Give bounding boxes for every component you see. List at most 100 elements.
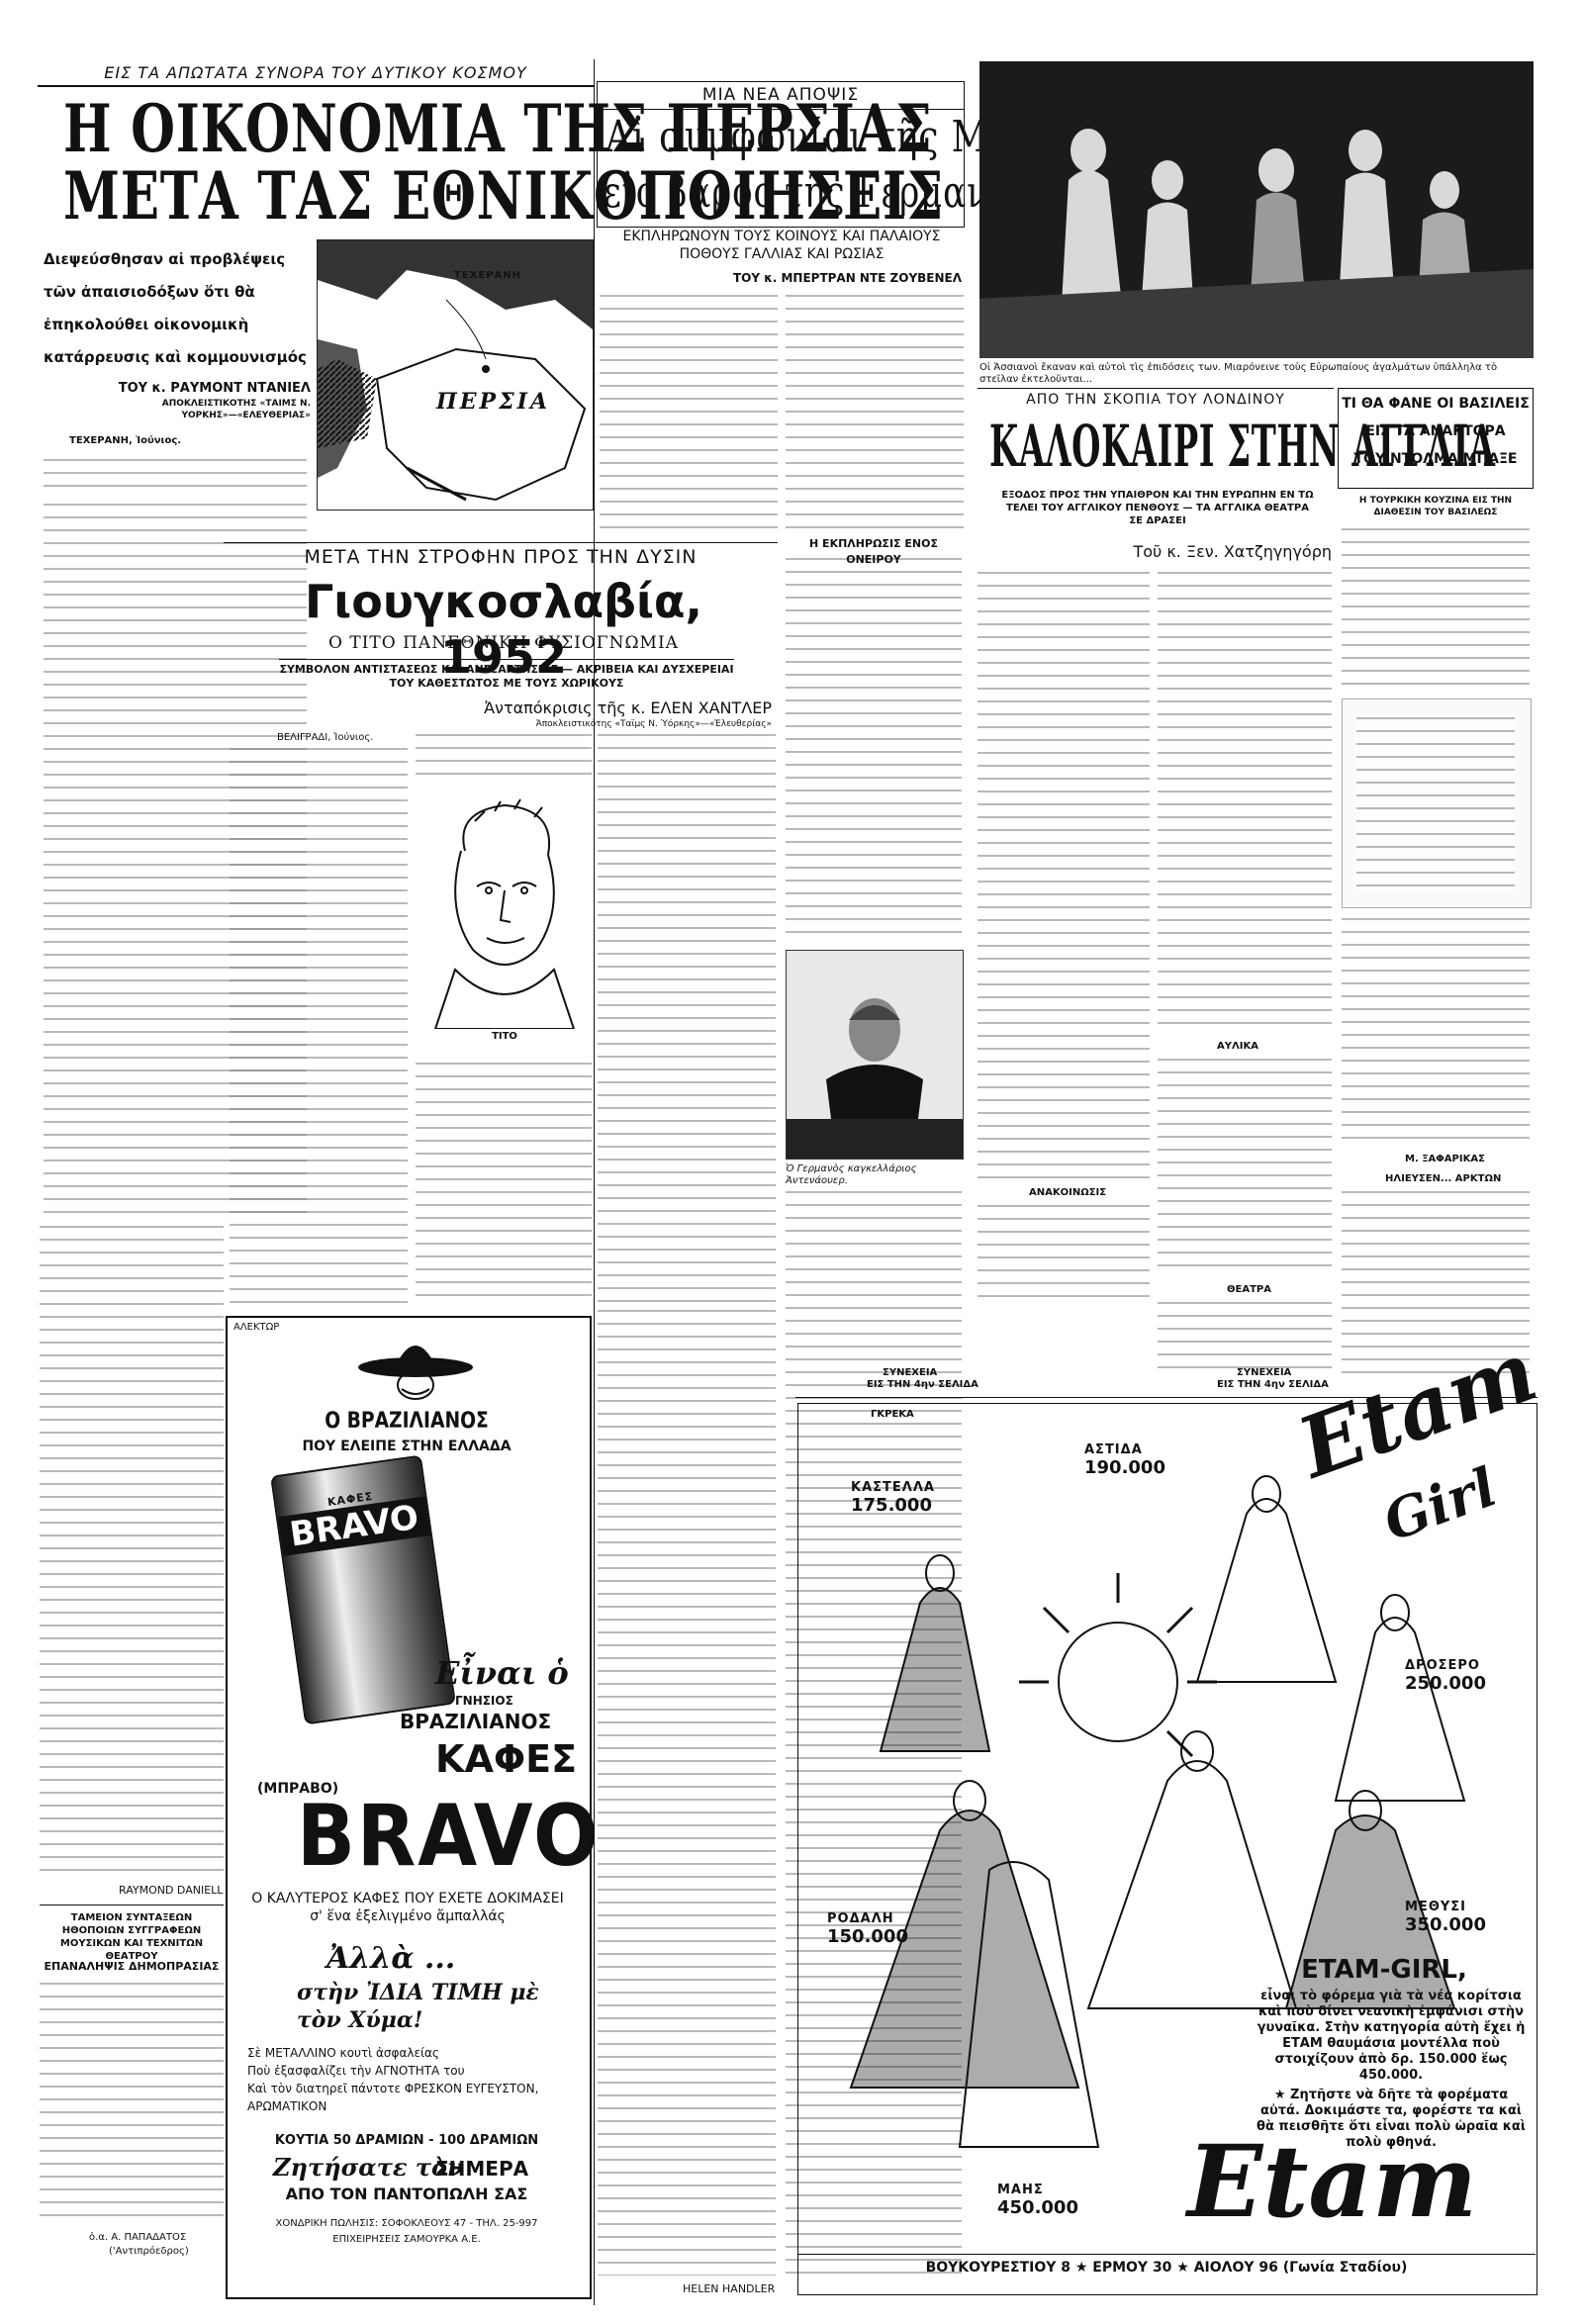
bonn-byline: ΤΟΥ κ. ΜΠΕΡΤΡΑΝ ΝΤΕ ΖΟΥΒΕΝΕΛ — [732, 271, 962, 285]
yugo-byline-note: Ἀποκλειστικότης «Ταϊμς Ν. Ὑόρκης»—«Ἐλευθ… — [535, 719, 772, 729]
kings-body-col — [1342, 524, 1530, 693]
bravo-bullets: Σὲ ΜΕΤΑΛΛΙΝΟ κουτὶ ἀσφαλείας Ποὺ ἐξασφαλ… — [247, 2044, 574, 2115]
kings-title-line2: ΕΙΣ ΤΑ ΑΝΑΚΤΟΡΑ — [1365, 423, 1506, 439]
yugo-sub-rule — [279, 659, 734, 660]
adenauer-photo — [786, 950, 964, 1160]
persia-title-line1: Η ΟΙΚΟΝΟΜΙΑ ΤΗΣ ΠΕΡΣΙΑΣ — [63, 90, 933, 167]
kings-title-frame — [1338, 388, 1534, 489]
persia-title-line2: ΜΕΤΑ ΤΑΣ ΕΘΝΙΚΟΠΟΙΗΣΕΙΣ — [63, 157, 945, 234]
news-photo — [979, 61, 1534, 358]
bonn-deck: ΕΚΠΛΗΡΩΝΟΥΝ ΤΟΥΣ ΚΟΙΝΟΥΣ ΚΑΙ ΠΑΛΑΙΟΥΣ ΠΟ… — [622, 229, 941, 262]
etam-item-price: 450.000 — [997, 2197, 1078, 2218]
bravo-genuine: ΓΝΗΣΙΟΣ — [455, 1694, 513, 1708]
etam-item-2: ΔΡΟΣΕΡΟ 250.000 — [1405, 1658, 1486, 1694]
kings-title-line1: ΤΙ ΘΑ ΦΑΝΕ ΟΙ ΒΑΣΙΛΕΙΣ — [1342, 396, 1530, 412]
london-body-col — [1158, 1298, 1332, 1371]
london-sub-anakoinoseis: ΑΝΑΚΟΙΝΩΣΙΣ — [1029, 1187, 1107, 1198]
tito-caption: ΤΙΤΟ — [492, 1031, 517, 1042]
bonn-kicker: ΜΙΑ ΝΕΑ ΑΠΟΨΙΣ — [701, 85, 860, 105]
london-sub-aulika: ΑΥΛΙΚΑ — [1217, 1041, 1258, 1052]
bravo-footer-line2: ΕΠΙΧΕΙΡΗΣΕΙΣ ΣΑΜΟΥΡΚΑ Α.Ε. — [332, 2234, 481, 2245]
fund-body — [40, 1979, 224, 2226]
etam-item-5: ΜΑΗΣ 450.000 — [997, 2183, 1078, 2218]
etam-footer-rule — [797, 2254, 1536, 2255]
yugo-subtitle: Ο ΤΙΤΟ ΠΑΝΕΘΝΙΚΗ ΦΥΣΙΟΓΝΩΜΙΑ — [328, 633, 679, 653]
bravo-bullet: Καὶ τὸν διατηρεῖ πάντοτε ΦΡΕΣΚΟΝ ΕΥΓΕΥΣΤ… — [247, 2082, 539, 2113]
etam-item-name: ΔΡΟΣΕΡΟ — [1405, 1658, 1480, 1673]
etam-logo-bottom: Etam — [1187, 2123, 1478, 2240]
etam-item-price: 350.000 — [1405, 1914, 1486, 1935]
bravo-script-line2: στὴν ἸΔΙΑ ΤΙΜΗ μὲ τὸν Χύμα! — [297, 1980, 539, 2033]
london-title: ΚΑΛΟΚΑΙΡΙ ΣΤΗΝ ΑΓΓΛΙΑ — [989, 413, 1496, 480]
bonn-body-col-right — [786, 1187, 962, 2276]
london-continued-page: ΕΙΣ ΤΗΝ 4ην ΣΕΛΙΔΑ — [1217, 1379, 1329, 1390]
etam-description: εἶναι τὸ φόρεμα γιὰ τὰ νέα κορίτσια καὶ … — [1257, 1989, 1526, 2083]
persia-byline-note: ΑΠΟΚΛΕΙΣΤΙΚΟΤΗΣ «ΤΑΙΜΣ Ν. ΥΟΡΚΗΣ»—«ΕΛΕΥΘ… — [161, 399, 311, 420]
london-continued: ΣΥΝΕΧΕΙΑ — [1237, 1367, 1292, 1378]
persia-deck: Διεψεύσθησαν αἱ προβλέψεις τῶν ἀπαισιοδό… — [44, 250, 307, 366]
london-deck: ΕΞΟΔΟΣ ΠΡΟΣ ΤΗΝ ΥΠΑΙΘΡΟΝ ΚΑΙ ΤΗΝ ΕΥΡΩΠΗΝ… — [1001, 490, 1314, 526]
bravo-coffee: ΚΑΦΕΣ — [435, 1737, 578, 1781]
yugo-title: Γιουγκοσλαβία, 1952 — [305, 575, 702, 684]
divider — [795, 1397, 1537, 1398]
col-divider — [594, 59, 595, 2305]
etam-item-name: ΜΕΘΥΣΙ — [1405, 1900, 1466, 1914]
persia-body-col — [40, 1222, 224, 1880]
yugo-signature: HELEN HANDLER — [683, 2282, 776, 2295]
london-body-col — [978, 568, 1150, 1181]
kings-body-col — [1342, 1187, 1530, 1375]
etam-credit: ΓΚΡΕΚΑ — [871, 1409, 914, 1420]
bravo-credit: ΑΛΕΚΤΩΡ — [233, 1322, 280, 1333]
bonn-body-col — [600, 291, 778, 534]
bravo-footer-line1: ΧΟΝΔΡΙΚΗ ΠΩΛΗΣΙΣ: ΣΟΦΟΚΛΕΟΥΣ 47 - ΤΗΛ. 2… — [275, 2218, 538, 2229]
etam-title: ETAM-GIRL, — [1301, 1955, 1467, 1985]
bonn-title-line2: εἰς βάρος τῆς Γερμανίας — [604, 167, 1046, 218]
etam-item-0: ΚΑΣΤΕΛΛΑ 175.000 — [851, 1480, 935, 1516]
persia-kicker-rule — [38, 85, 594, 87]
bravo-cta-today: ΣΗΜΕΡΑ — [435, 2157, 529, 2181]
tito-sketch — [433, 798, 576, 1030]
yugo-body-col — [598, 730, 776, 1304]
etam-item-name: ΜΑΗΣ — [997, 2183, 1044, 2197]
map-label-city: ΤΕΧΕΡΑΝΗ — [454, 270, 521, 281]
etam-item-price: 190.000 — [1084, 1457, 1165, 1478]
bravo-pronunciation: (ΜΠΡΑΒΟ) — [257, 1781, 339, 1797]
map-label-country: ΠΕΡΣΙΑ — [436, 389, 551, 415]
bonn-subhead: Η ΕΚΠΛΗΡΩΣΙΣ ΕΝΟΣ ΟΝΕΙΡΟΥ — [809, 537, 938, 566]
fund-signature: ὁ.α. Α. ΠΑΠΑΔΑΤΟΣ — [89, 2232, 187, 2243]
etam-item-3: ΡΟΔΑΛΗ 150.000 — [827, 1911, 908, 1947]
london-body-col — [978, 1201, 1150, 1308]
bravo-brazilian: ΒΡΑΖΙΛΙΑΝΟΣ — [400, 1710, 552, 1733]
adenauer-figure — [787, 951, 963, 1159]
london-body-col — [1158, 1055, 1332, 1276]
bonn-continued-page: ΕΙΣ ΤΗΝ 4ην ΣΕΛΙΔΑ — [867, 1379, 978, 1390]
etam-item-name: ΑΣΤΙΔΑ — [1084, 1442, 1143, 1457]
fund-signature-note: ('Αντιπρόεδρος) — [109, 2246, 189, 2257]
yugo-body-col — [416, 1059, 592, 1304]
bonn-kicker-rule — [597, 109, 965, 110]
yugo-body-col — [416, 730, 592, 786]
map-graphic — [318, 240, 593, 502]
fund-title: ΤΑΜΕΙΟΝ ΣΥΝΤΑΞΕΩΝ ΗΘΟΠΟΙΩΝ ΣΥΓΓΡΑΦΕΩΝ ΜΟ… — [59, 1912, 204, 1962]
fund-subtitle: ΕΠΑΝΑΛΗΨΙΣ ΔΗΜΟΠΡΑΣΙΑΣ — [44, 1960, 220, 1973]
bravo-cta-where: ΑΠΟ ΤΟΝ ΠΑΝΤΟΠΩΛΗ ΣΑΣ — [285, 2185, 528, 2203]
sombrero-graphic — [358, 1346, 473, 1400]
sombrero-icon — [356, 1326, 475, 1405]
bonn-continued-bottom: ΣΥΝΕΧΕΙΑ — [883, 1367, 938, 1378]
bonn-body-col — [598, 1306, 776, 2276]
persia-kicker: ΕΙΣ ΤΑ ΑΠΩΤΑΤΑ ΣΥΝΟΡΑ ΤΟΥ ΔΥΤΙΚΟΥ ΚΟΣΜΟΥ — [104, 63, 527, 82]
yugo-top-rule — [224, 542, 778, 543]
yugo-deck: ΣΥΜΒΟΛΟΝ ΑΝΤΙΣΤΑΣΕΩΣ ΚΑΙ ΑΝΕΞΑΡΤΗΣΙΑΣ — … — [279, 663, 734, 690]
kings-menu-card — [1342, 698, 1532, 908]
etam-item-4: ΜΕΘΥΣΙ 350.000 — [1405, 1900, 1486, 1935]
yugo-dateline: ΒΕΛΙΓΡΑΔΙ, Ἰούνιος. — [277, 732, 374, 743]
bravo-headline-top: Ο ΒΡΑΖΙΛΙΑΝΟΣ — [325, 1409, 489, 1434]
etam-item-price: 250.000 — [1405, 1673, 1486, 1694]
bravo-bullet: Ποὺ ἐξασφαλίζει τὴν ΑΓΝΟΤΗΤΑ του — [247, 2064, 465, 2078]
kings-body-col — [1342, 914, 1530, 1142]
bravo-brand: BRAVO — [297, 1787, 601, 1886]
bravo-is-the: Εἶναι ὁ — [435, 1654, 569, 1692]
kings-signature: Μ. ΞΑΦΑΡΙΚΑΣ — [1405, 1154, 1485, 1164]
yugo-body-col — [230, 744, 408, 1308]
photo-content — [979, 61, 1534, 358]
